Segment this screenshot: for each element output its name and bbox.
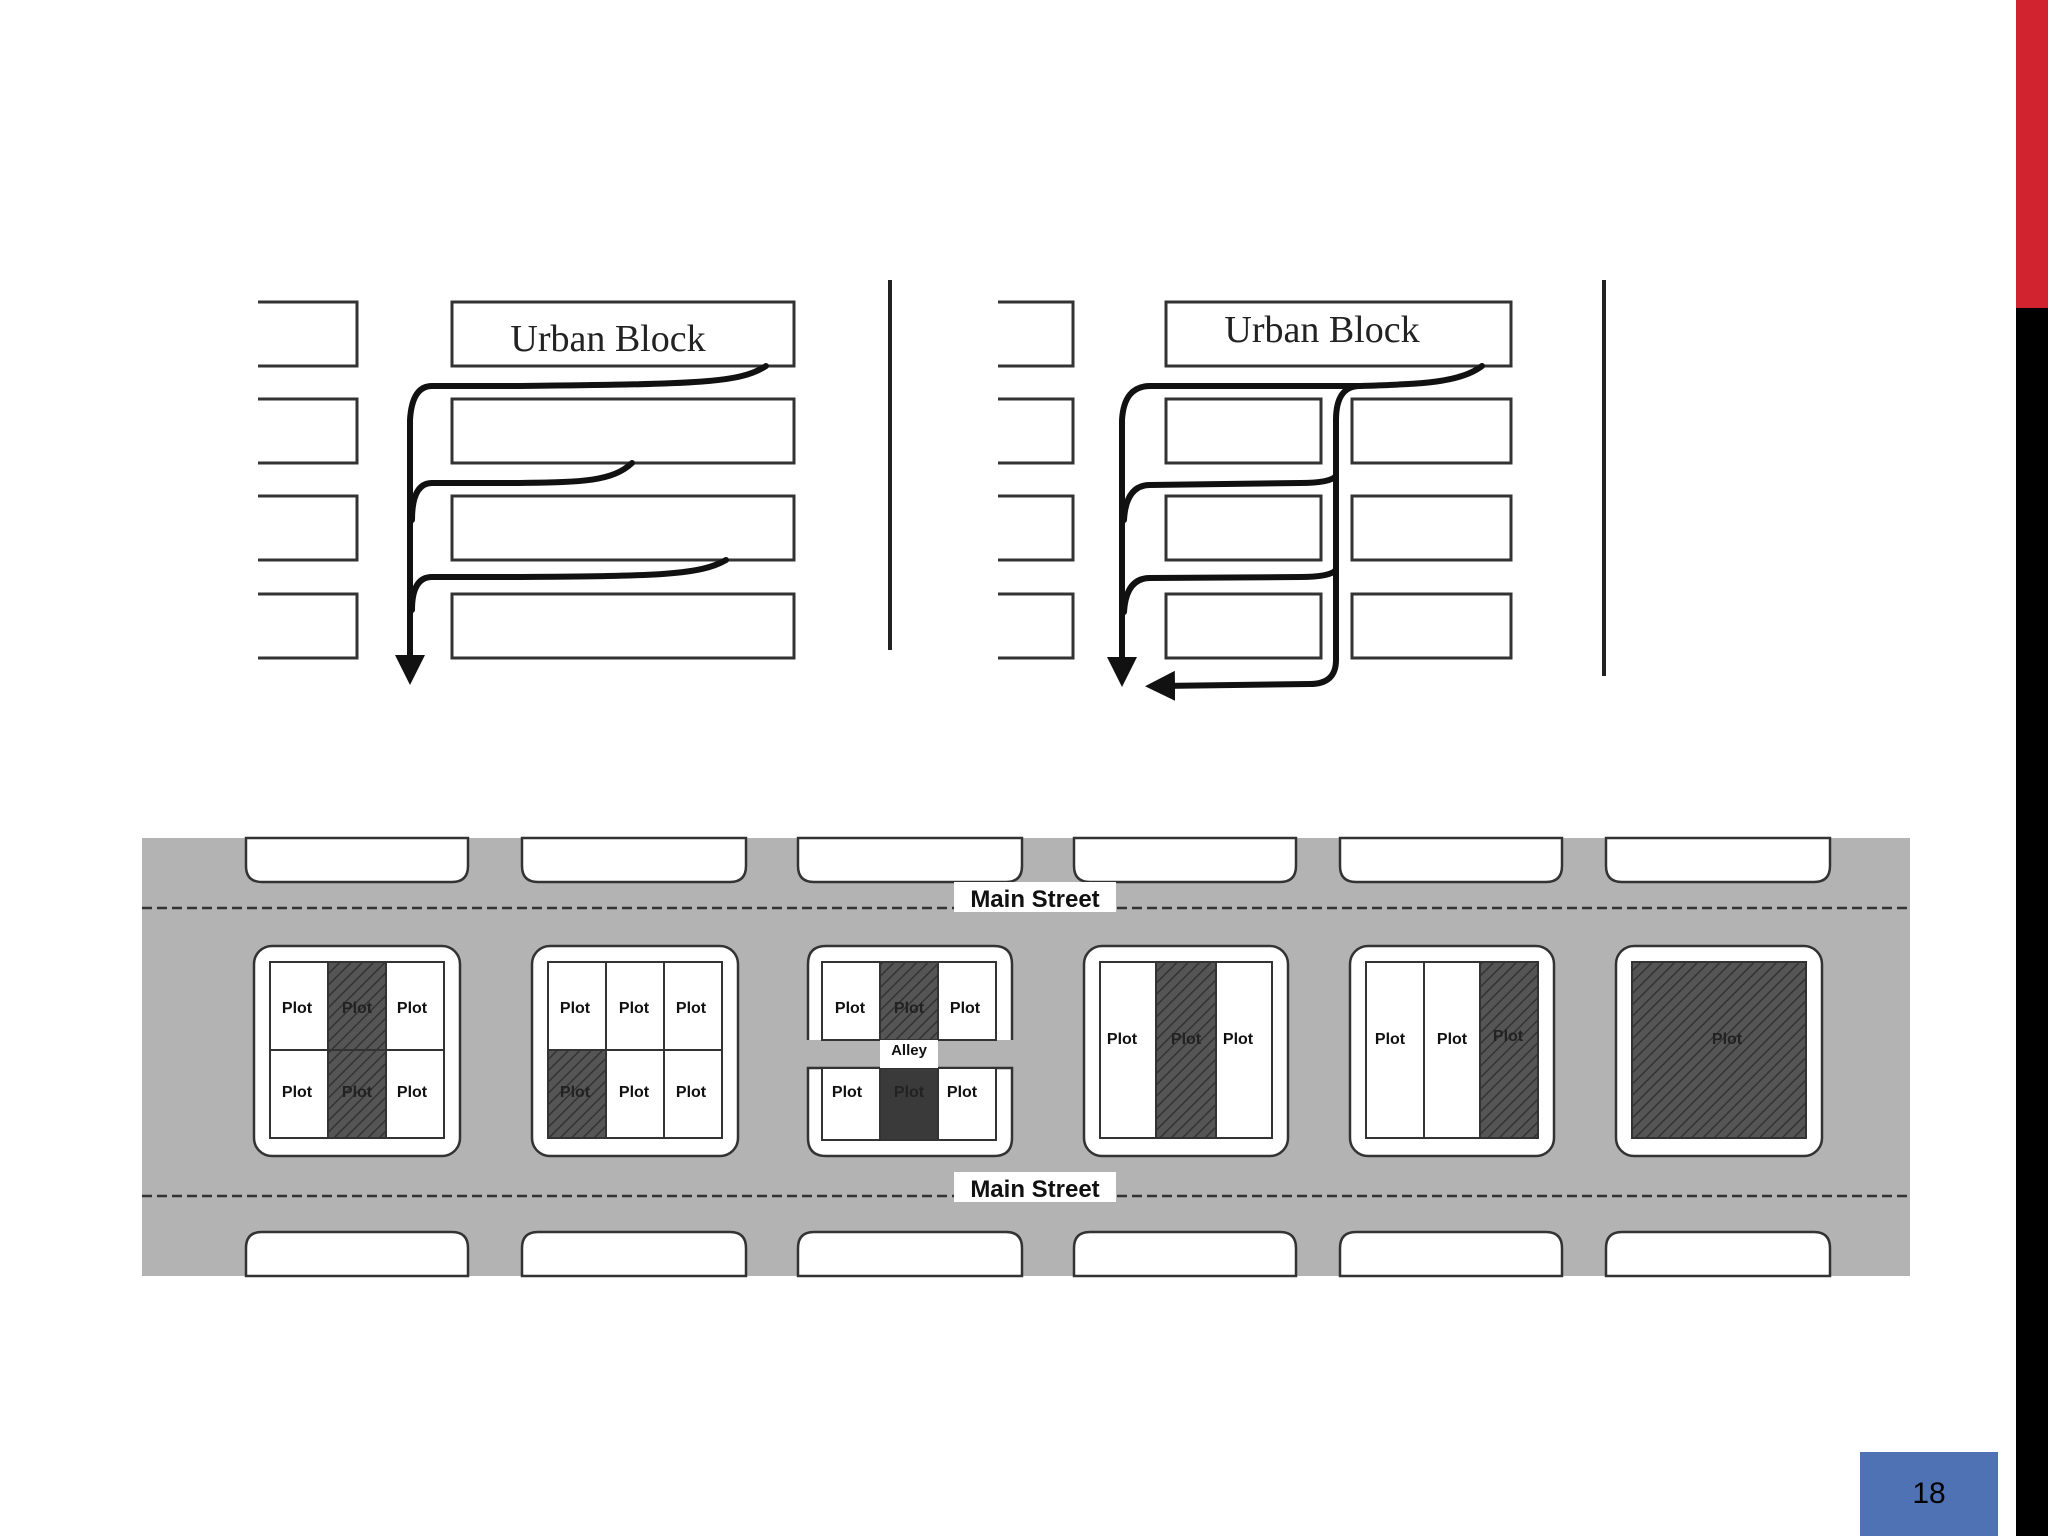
block-cell-2a xyxy=(1164,494,1323,562)
plot-label: Plot xyxy=(676,1000,707,1017)
street-label-bg-bottom xyxy=(954,1172,1116,1202)
urban-block-diagram-right xyxy=(998,280,1606,701)
urban-block-box-left xyxy=(450,300,796,368)
block-cell-2b xyxy=(1350,494,1513,562)
plot-label: Plot xyxy=(1107,1031,1138,1048)
circulation-arrows-left xyxy=(395,363,769,685)
block-cell-3a xyxy=(1164,592,1323,660)
plot-label: Plot xyxy=(1493,1028,1524,1045)
left-side-plots xyxy=(258,300,359,660)
plot-label: Plot xyxy=(1223,1031,1254,1048)
plot-label: Plot xyxy=(950,1000,981,1017)
plot-block-6 xyxy=(1614,944,1824,1158)
street-label-top: Main Street xyxy=(970,886,1099,913)
plot-label: Plot xyxy=(397,1000,428,1017)
plot-label: Plot xyxy=(832,1084,863,1101)
street-label-bottom: Main Street xyxy=(970,1176,1099,1203)
urban-block-diagram-left xyxy=(258,280,892,685)
plot-label: Plot xyxy=(560,1000,591,1017)
plot-block-4 xyxy=(1082,944,1290,1158)
plot-block-2 xyxy=(530,944,740,1158)
plot-label: Plot xyxy=(619,1000,650,1017)
block-cell-3b xyxy=(1350,592,1513,660)
urban-block-box-right xyxy=(1164,300,1513,368)
top-block-edges xyxy=(244,836,1832,884)
plot-block-3 xyxy=(806,944,1014,1158)
plot-label: Plot xyxy=(676,1084,707,1101)
plot-label: Plot xyxy=(342,1084,373,1101)
circulation-arrows-right xyxy=(1107,363,1485,701)
block-row-2 xyxy=(450,494,796,562)
street-plot-map xyxy=(142,836,1910,1278)
block-row-1 xyxy=(450,397,796,465)
plot-labels: Plot Plot Plot Plot Plot Plot Plot Plot … xyxy=(282,1000,1743,1101)
urban-block-label-left: Urban Block xyxy=(510,318,705,360)
plot-label: Plot xyxy=(282,1000,313,1017)
accent-bar-red xyxy=(2016,0,2048,308)
plot-label: Plot xyxy=(1437,1031,1468,1048)
page-number-badge: 18 xyxy=(1860,1452,1998,1536)
alley-label: Alley xyxy=(891,1042,928,1059)
bottom-block-edges xyxy=(244,1230,1832,1278)
plot-label: Plot xyxy=(947,1084,978,1101)
block-row-3 xyxy=(450,592,796,660)
plot-label: Plot xyxy=(894,1000,925,1017)
plot-label: Plot xyxy=(835,1000,866,1017)
urban-block-label-right: Urban Block xyxy=(1224,309,1419,351)
right-side-plots xyxy=(998,300,1075,660)
accent-bar-black xyxy=(2016,308,2048,1536)
block-cell-1b xyxy=(1350,397,1513,465)
plot-block-5 xyxy=(1348,944,1556,1158)
plot-label: Plot xyxy=(894,1084,925,1101)
plot-label: Plot xyxy=(397,1084,428,1101)
block-cell-1a xyxy=(1164,397,1323,465)
plot-block-1 xyxy=(252,944,462,1158)
plot-label: Plot xyxy=(560,1084,591,1101)
plot-label: Plot xyxy=(342,1000,373,1017)
plot-label: Plot xyxy=(1375,1031,1406,1048)
plot-label: Plot xyxy=(1712,1031,1743,1048)
plot-label: Plot xyxy=(619,1084,650,1101)
plot-label: Plot xyxy=(282,1084,313,1101)
plot-label: Plot xyxy=(1171,1031,1202,1048)
street-label-bg-top xyxy=(954,882,1116,912)
